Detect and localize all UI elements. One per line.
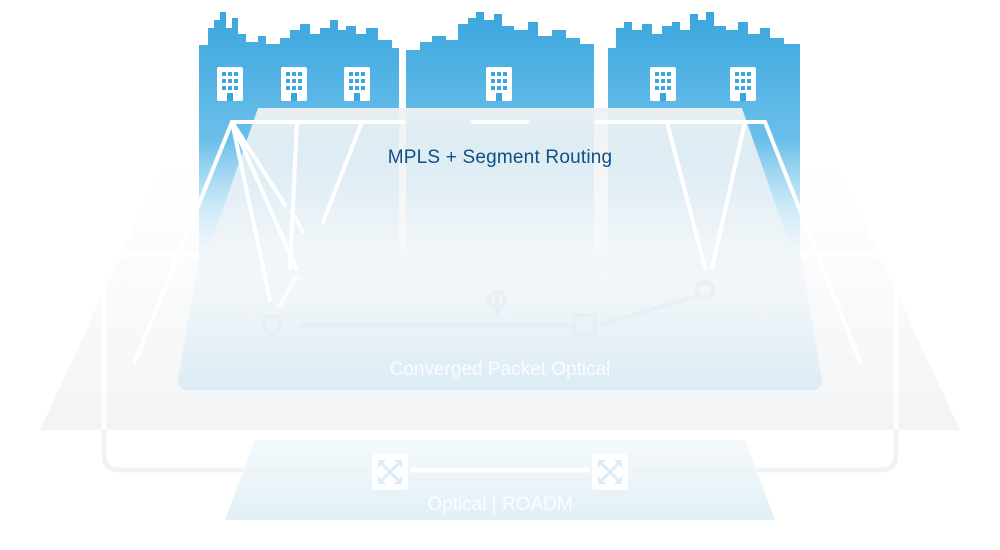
office-building-icon — [281, 67, 307, 101]
roadm-cross-icon — [590, 452, 630, 492]
office-building-icon — [217, 67, 243, 101]
office-building-icon — [344, 67, 370, 101]
converged-plane — [178, 250, 822, 390]
converged-packet-optical-label: Converged Packet Optical — [389, 359, 611, 380]
roadm-cross-icon — [370, 452, 410, 492]
office-building-icon — [486, 67, 512, 101]
office-building-icon — [650, 67, 676, 101]
layer-links — [133, 120, 862, 364]
router-icon — [261, 280, 715, 337]
mpls-segment-routing-label: MPLS + Segment Routing — [387, 147, 613, 168]
office-building-icon — [730, 67, 756, 101]
optical-roadm-label: Optical | ROADM — [427, 494, 573, 515]
optical-plane — [225, 440, 775, 520]
